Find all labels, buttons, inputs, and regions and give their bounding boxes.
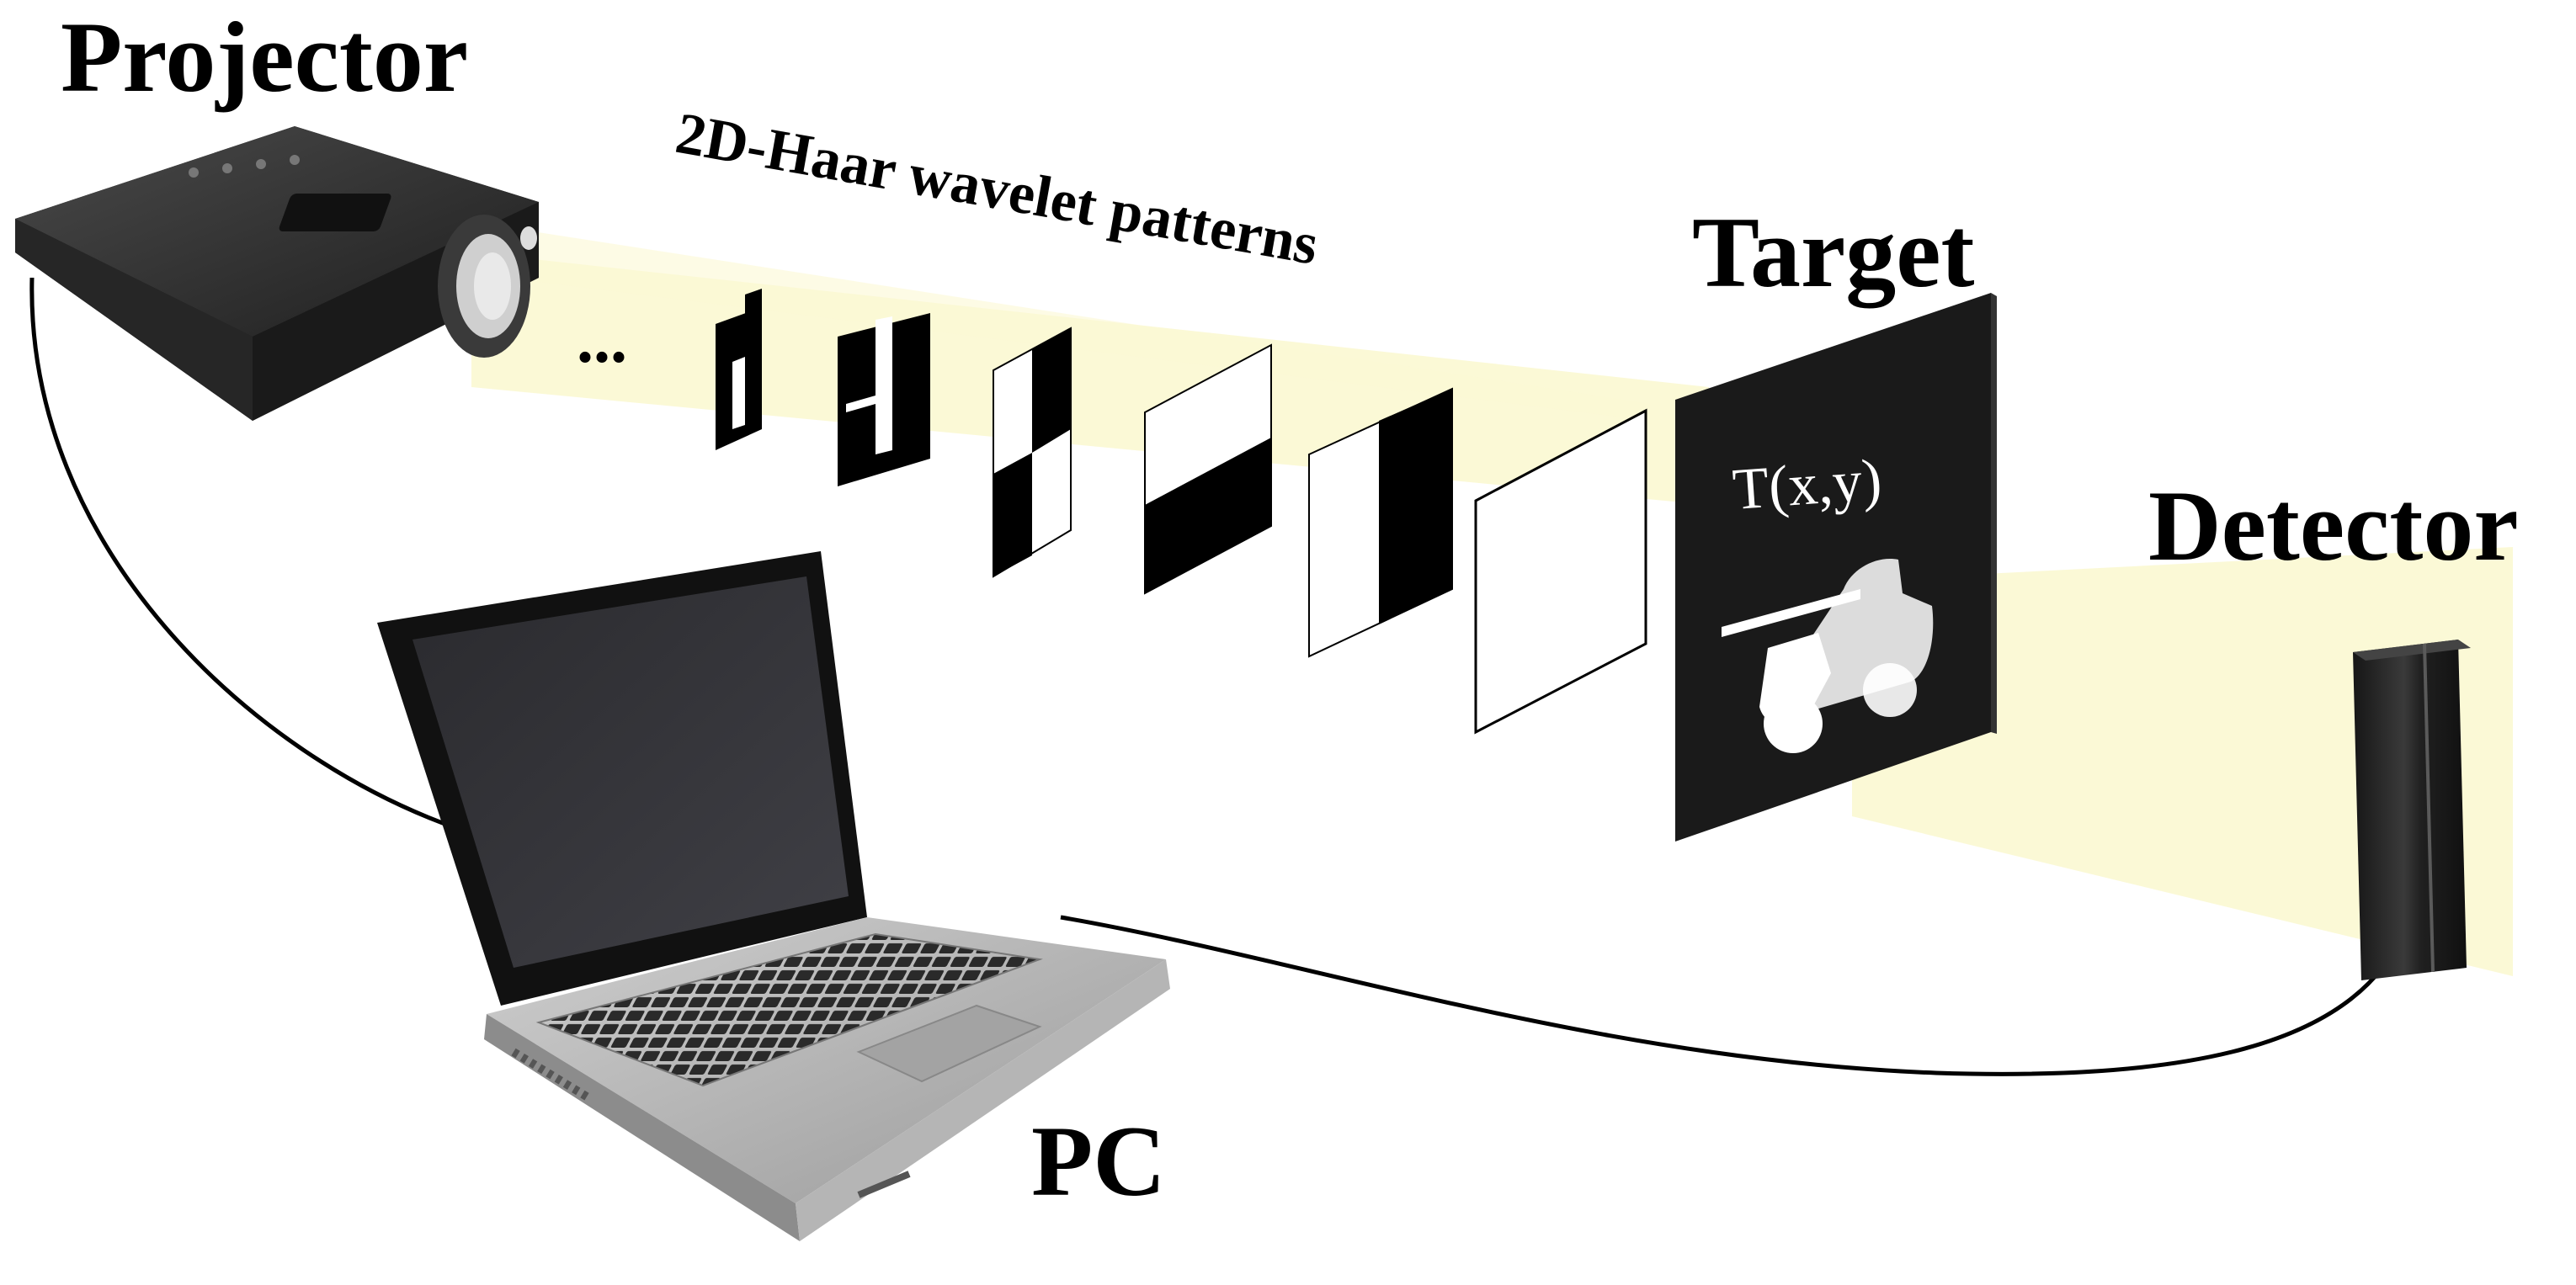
toy-car-icon xyxy=(1722,559,1934,753)
target-function-label: T(x,y) xyxy=(1731,448,1884,523)
haar-pattern-1 xyxy=(716,289,762,450)
haar-pattern-3 xyxy=(993,327,1072,578)
haar-pattern-6 xyxy=(1474,408,1647,735)
cable-pc-to-detector xyxy=(1060,915,2384,1076)
projector-label: Projector xyxy=(61,1,468,113)
detector-icon xyxy=(2353,640,2471,980)
patterns-ellipsis: ... xyxy=(577,303,627,377)
haar-pattern-2 xyxy=(838,313,930,486)
cable-projector-to-pc xyxy=(29,277,460,831)
patterns-label: 2D-Haar wavelet patterns xyxy=(671,101,1323,278)
projector-beam-upper xyxy=(505,227,1650,421)
laptop-icon xyxy=(377,551,1170,1241)
projector-icon xyxy=(15,126,539,421)
pc-label: PC xyxy=(1031,1105,1166,1217)
haar-pattern-5 xyxy=(1308,387,1453,658)
detector-label: Detector xyxy=(2148,470,2519,581)
haar-pattern-4 xyxy=(1144,343,1272,595)
detector-beam xyxy=(1852,547,2513,976)
target-label: Target xyxy=(1692,196,1975,309)
